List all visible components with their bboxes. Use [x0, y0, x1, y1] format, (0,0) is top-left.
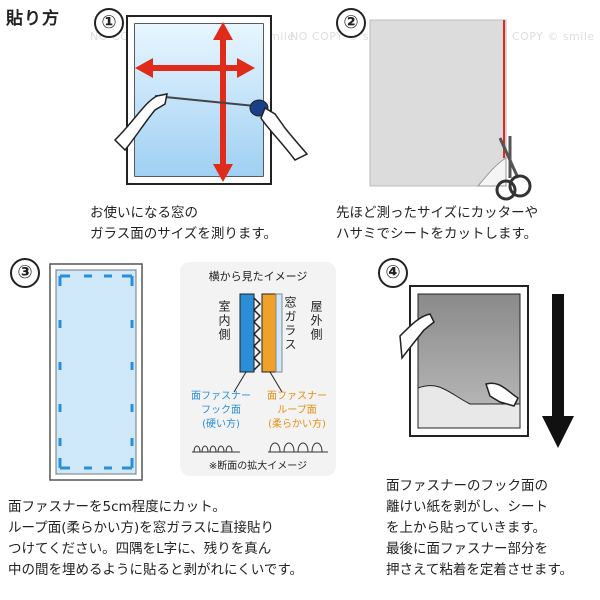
hand-peel: [485, 382, 519, 407]
fastener-section: [239, 293, 283, 373]
step-1-number: ①: [94, 8, 124, 38]
pointer-lines: [233, 371, 283, 393]
step-3-caption: 面ファスナーを5cm程度にカット。 ループ面(柔らかい方)を窓ガラスに直接貼り …: [8, 499, 303, 578]
step-2-caption: 先ほど測ったサイズにカッターや ハサミでシートをカットします。: [336, 205, 539, 242]
step-1-illustration: [113, 15, 309, 185]
fastener-texture-icons: [192, 442, 328, 453]
watermark: NO COPY © smile: [490, 30, 595, 43]
step-4-illustration: [399, 285, 574, 448]
loop-label: 面ファスナー ループ面 (柔らかい方): [267, 391, 327, 430]
right-hand: [260, 106, 309, 161]
down-arrow-icon: [542, 294, 574, 448]
diagram-note: ※断面の拡大イメージ: [208, 461, 308, 472]
step-4-number: ④: [378, 258, 408, 288]
glass-label: 窓ガラス: [283, 296, 297, 352]
indoor-label: 室内側: [217, 300, 231, 342]
step-3-number: ③: [10, 258, 40, 288]
scissors-icon: [495, 136, 532, 201]
cross-section-diagram: [180, 262, 336, 476]
step-4-caption: 面ファスナーのフック面の 離けい紙を剥がし、シート を上から貼っていきます。 最…: [386, 478, 573, 578]
step-3-illustration: [49, 263, 143, 481]
page-title: 貼り方: [6, 9, 60, 29]
step-1-caption: お使いになる窓の ガラス面のサイズを測ります。: [90, 205, 277, 242]
left-hand: [113, 93, 168, 152]
watermark: NO COPY © smile: [290, 30, 395, 43]
step-2-number: ②: [336, 8, 366, 38]
hook-label: 面ファスナー フック面 (硬い方): [191, 391, 251, 430]
diagram-heading: 横から見たイメージ: [208, 270, 308, 283]
hand-press: [399, 313, 435, 361]
step-2-illustration: [369, 19, 532, 201]
outdoor-label: 屋外側: [309, 300, 323, 342]
